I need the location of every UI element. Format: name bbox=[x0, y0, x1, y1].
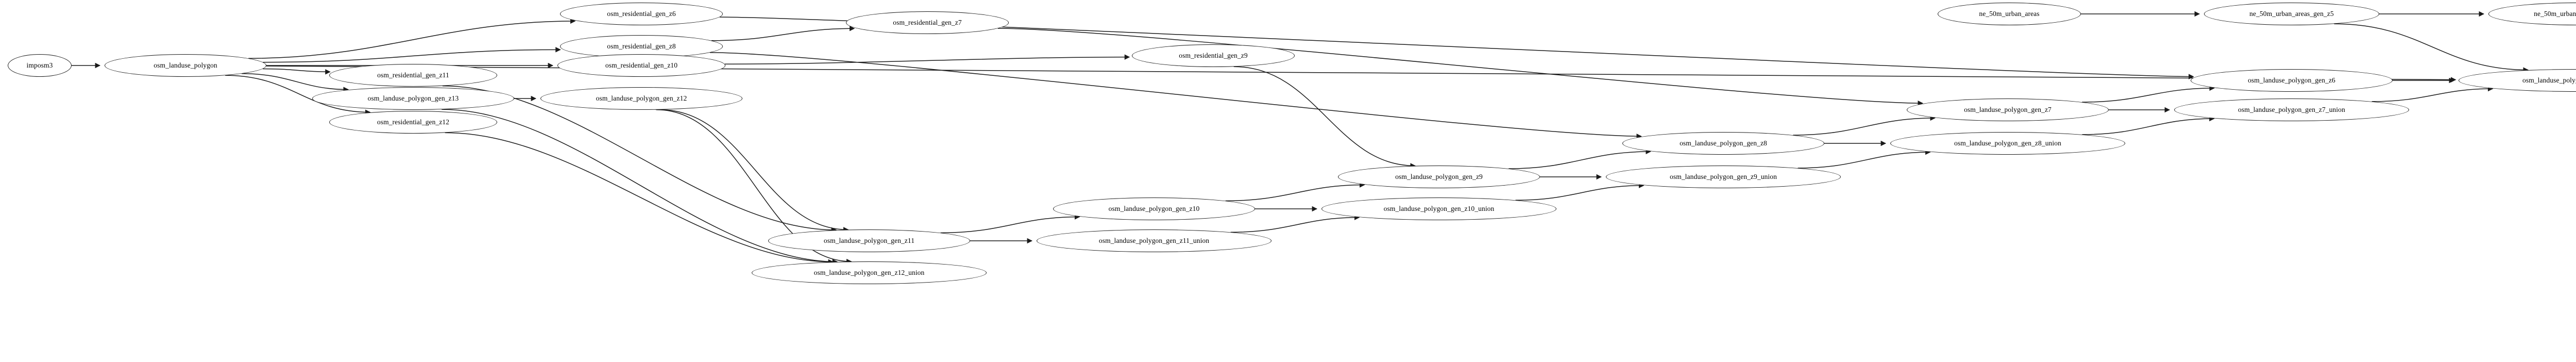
graph-node-osm_residential_gen_z12[interactable]: osm_residential_gen_z12 bbox=[329, 111, 497, 134]
graph-node-label: osm_residential_gen_z10 bbox=[605, 61, 678, 70]
graph-node-ne_50m_urban_areas_gen_z5[interactable]: ne_50m_urban_areas_gen_z5 bbox=[2204, 3, 2379, 25]
graph-node-label: osm_landuse_polygon_gen_z6 bbox=[2248, 76, 2335, 85]
edge-group bbox=[72, 11, 2529, 265]
graph-node-label: osm_landuse_polygon_gen_z9 bbox=[1395, 173, 1483, 181]
graph-node-osm_landuse_polygon_gen_z13[interactable]: osm_landuse_polygon_gen_z13 bbox=[312, 87, 514, 110]
graph-edge-osm_residential_gen_z10--osm_residential_gen_z9 bbox=[724, 54, 1130, 64]
graph-node-label: osm_landuse_polygon_gen_z10 bbox=[1108, 205, 1200, 213]
graph-node-label: ne_50m_urban_areas_gen_z5 bbox=[2249, 10, 2334, 18]
graph-edge-osm_landuse_polygon--osm_residential_gen_z12 bbox=[225, 75, 371, 115]
graph-node-osm_landuse_polygon_gen_z12[interactable]: osm_landuse_polygon_gen_z12 bbox=[540, 87, 742, 110]
graph-node-label: osm_landuse_polygon_gen_z10_union bbox=[1383, 205, 1495, 213]
graph-edge-osm_landuse_polygon--osm_landuse_polygon_gen_z13 bbox=[242, 73, 349, 92]
graph-node-ne_50m_urban_areas[interactable]: ne_50m_urban_areas bbox=[1938, 3, 2081, 25]
graph-node-osm_landuse_polygon_gen_z8_union[interactable]: osm_landuse_polygon_gen_z8_union bbox=[1890, 132, 2125, 155]
graph-node-ne_50m_urban_areas_gen_z4[interactable]: ne_50m_urban_areas_gen_z4 bbox=[2488, 3, 2576, 25]
graph-edge-osm_residential_gen_z9--osm_landuse_polygon_gen_z9 bbox=[1233, 66, 1416, 169]
graph-edge-osm_landuse_polygon_gen_z8--osm_landuse_polygon_gen_z7 bbox=[1793, 115, 1936, 136]
graph-node-osm_landuse_polygon_gen_z7_union[interactable]: osm_landuse_polygon_gen_z7_union bbox=[2174, 98, 2409, 121]
graph-edge-osm_landuse_polygon--osm_residential_gen_z6 bbox=[248, 18, 576, 59]
graph-edge-osm_landuse_polygon_gen_z7--osm_landuse_polygon_gen_z6 bbox=[2082, 85, 2215, 103]
graph-node-osm_landuse_polygon_gen_z9[interactable]: osm_landuse_polygon_gen_z9 bbox=[1338, 166, 1540, 188]
graph-node-label: ne_50m_urban_areas_gen_z4 bbox=[2534, 10, 2576, 18]
graph-edge-osm_landuse_polygon_gen_z12--osm_landuse_polygon_gen_z12_union bbox=[656, 109, 852, 265]
graph-node-osm_landuse_polygon_gen_z11[interactable]: osm_landuse_polygon_gen_z11 bbox=[768, 229, 970, 252]
graph-node-label: osm_residential_gen_z7 bbox=[893, 19, 962, 27]
graph-node-osm_residential_gen_z10[interactable]: osm_residential_gen_z10 bbox=[557, 54, 725, 77]
graph-node-osm_landuse_polygon_gen_z6[interactable]: osm_landuse_polygon_gen_z6 bbox=[2191, 69, 2393, 92]
graph-node-osm_residential_gen_z11[interactable]: osm_residential_gen_z11 bbox=[329, 64, 497, 87]
graph-node-label: osm_landuse_polygon_gen_z8_union bbox=[1954, 139, 2061, 147]
graph-node-label: osm_landuse_polygon bbox=[154, 61, 217, 70]
graph-node-osm_residential_gen_z7[interactable]: osm_residential_gen_z7 bbox=[846, 11, 1009, 34]
graph-edge-osm_landuse_polygon--osm_residential_gen_z8 bbox=[263, 47, 561, 63]
graph-node-label: ne_50m_urban_areas bbox=[1979, 10, 2040, 18]
graph-node-osm_landuse_polygon_gen_z10[interactable]: osm_landuse_polygon_gen_z10 bbox=[1053, 198, 1255, 220]
graph-edge-osm_landuse_polygon_gen_z9--osm_landuse_polygon_gen_z8 bbox=[1509, 149, 1651, 169]
graph-edge-osm_landuse_polygon_gen_z11_union--osm_landuse_polygon_gen_z10_union bbox=[1230, 215, 1360, 233]
graph-node-label: imposm3 bbox=[26, 61, 53, 70]
graph-node-osm_landuse_polygon_gen_z9_union[interactable]: osm_landuse_polygon_gen_z9_union bbox=[1606, 166, 1841, 188]
graph-edge-osm_landuse_polygon_gen_z13--osm_landuse_polygon_gen_z12_union bbox=[442, 109, 838, 265]
graph-edge-osm_landuse_polygon_gen_z11--osm_landuse_polygon_gen_z10 bbox=[940, 214, 1080, 234]
graph-node-imposm3[interactable]: imposm3 bbox=[8, 54, 72, 77]
graph-edge-osm_residential_gen_z12--osm_landuse_polygon_gen_z12_union bbox=[445, 132, 834, 265]
graph-node-label: osm_residential_gen_z6 bbox=[607, 10, 676, 18]
graph-node-label: osm_landuse_polygon_gen_z9_union bbox=[1670, 173, 1777, 181]
graph-node-osm_landuse_polygon[interactable]: osm_landuse_polygon bbox=[105, 54, 266, 77]
graph-node-label: osm_landuse_polygon_gen_z11 bbox=[823, 237, 915, 245]
graph-edge-osm_landuse_polygon_gen_z7_union--osm_landuse_polygon_gen_z6_union bbox=[2371, 86, 2494, 102]
graph-node-label: osm_landuse_polygon_gen_z7 bbox=[1964, 106, 2052, 114]
graph-node-label: osm_residential_gen_z12 bbox=[377, 118, 450, 126]
graph-edge-osm_residential_gen_z8--osm_residential_gen_z7 bbox=[711, 26, 855, 41]
graph-node-label: osm_residential_gen_z11 bbox=[377, 71, 449, 79]
graph-node-label: osm_landuse_polygon_gen_z13 bbox=[367, 94, 459, 103]
graph-edge-osm_landuse_polygon_gen_z12--osm_landuse_polygon_gen_z11 bbox=[659, 109, 849, 233]
graph-node-osm_landuse_polygon_gen_z6_union[interactable]: osm_landuse_polygon_gen_z6_union bbox=[2459, 69, 2576, 92]
graph-edge-osm_landuse_polygon_gen_z9_union--osm_landuse_polygon_gen_z8_union bbox=[1798, 149, 1931, 169]
graph-edge-osm_landuse_polygon_gen_z10--osm_landuse_polygon_gen_z9 bbox=[1225, 182, 1365, 202]
graph-node-osm_residential_gen_z6[interactable]: osm_residential_gen_z6 bbox=[560, 3, 723, 25]
graph-edge-osm_residential_gen_z8--osm_landuse_polygon_gen_z8 bbox=[709, 52, 1642, 139]
graph-node-label: osm_residential_gen_z8 bbox=[607, 42, 676, 51]
graph-edge-osm_residential_gen_z7--osm_landuse_polygon_gen_z7 bbox=[997, 28, 1923, 106]
graph-node-osm_landuse_polygon_gen_z7[interactable]: osm_landuse_polygon_gen_z7 bbox=[1907, 98, 2109, 121]
graph-edge-ne_50m_urban_areas_gen_z5--osm_landuse_polygon_gen_z6_union bbox=[2334, 23, 2529, 73]
graph-node-osm_landuse_polygon_gen_z12_union[interactable]: osm_landuse_polygon_gen_z12_union bbox=[752, 261, 987, 284]
graph-node-osm_residential_gen_z9[interactable]: osm_residential_gen_z9 bbox=[1132, 44, 1295, 67]
graph-edge-osm_landuse_polygon_gen_z10_union--osm_landuse_polygon_gen_z9_union bbox=[1515, 183, 1645, 201]
graph-node-label: osm_landuse_polygon_gen_z8 bbox=[1680, 139, 1767, 147]
graph-node-osm_landuse_polygon_gen_z10_union[interactable]: osm_landuse_polygon_gen_z10_union bbox=[1321, 198, 1556, 220]
graph-node-label: osm_landuse_polygon_gen_z12_union bbox=[814, 269, 925, 277]
graph-node-label: osm_residential_gen_z9 bbox=[1179, 52, 1248, 60]
graph-node-label: osm_landuse_polygon_gen_z12 bbox=[596, 94, 687, 103]
graph-node-osm_landuse_polygon_gen_z11_union[interactable]: osm_landuse_polygon_gen_z11_union bbox=[1037, 229, 1272, 252]
graph-node-label: osm_landuse_polygon_gen_z11_union bbox=[1098, 237, 1210, 245]
graph-edge-osm_landuse_polygon_gen_z8_union--osm_landuse_polygon_gen_z7_union bbox=[2082, 116, 2215, 135]
graph-node-label: osm_landuse_polygon_gen_z6_union bbox=[2522, 76, 2576, 85]
graph-node-osm_landuse_polygon_gen_z8[interactable]: osm_landuse_polygon_gen_z8 bbox=[1622, 132, 1824, 155]
graph-node-label: osm_landuse_polygon_gen_z7_union bbox=[2238, 106, 2345, 114]
graph-edge-osm_landuse_polygon--osm_residential_gen_z11 bbox=[263, 68, 331, 75]
